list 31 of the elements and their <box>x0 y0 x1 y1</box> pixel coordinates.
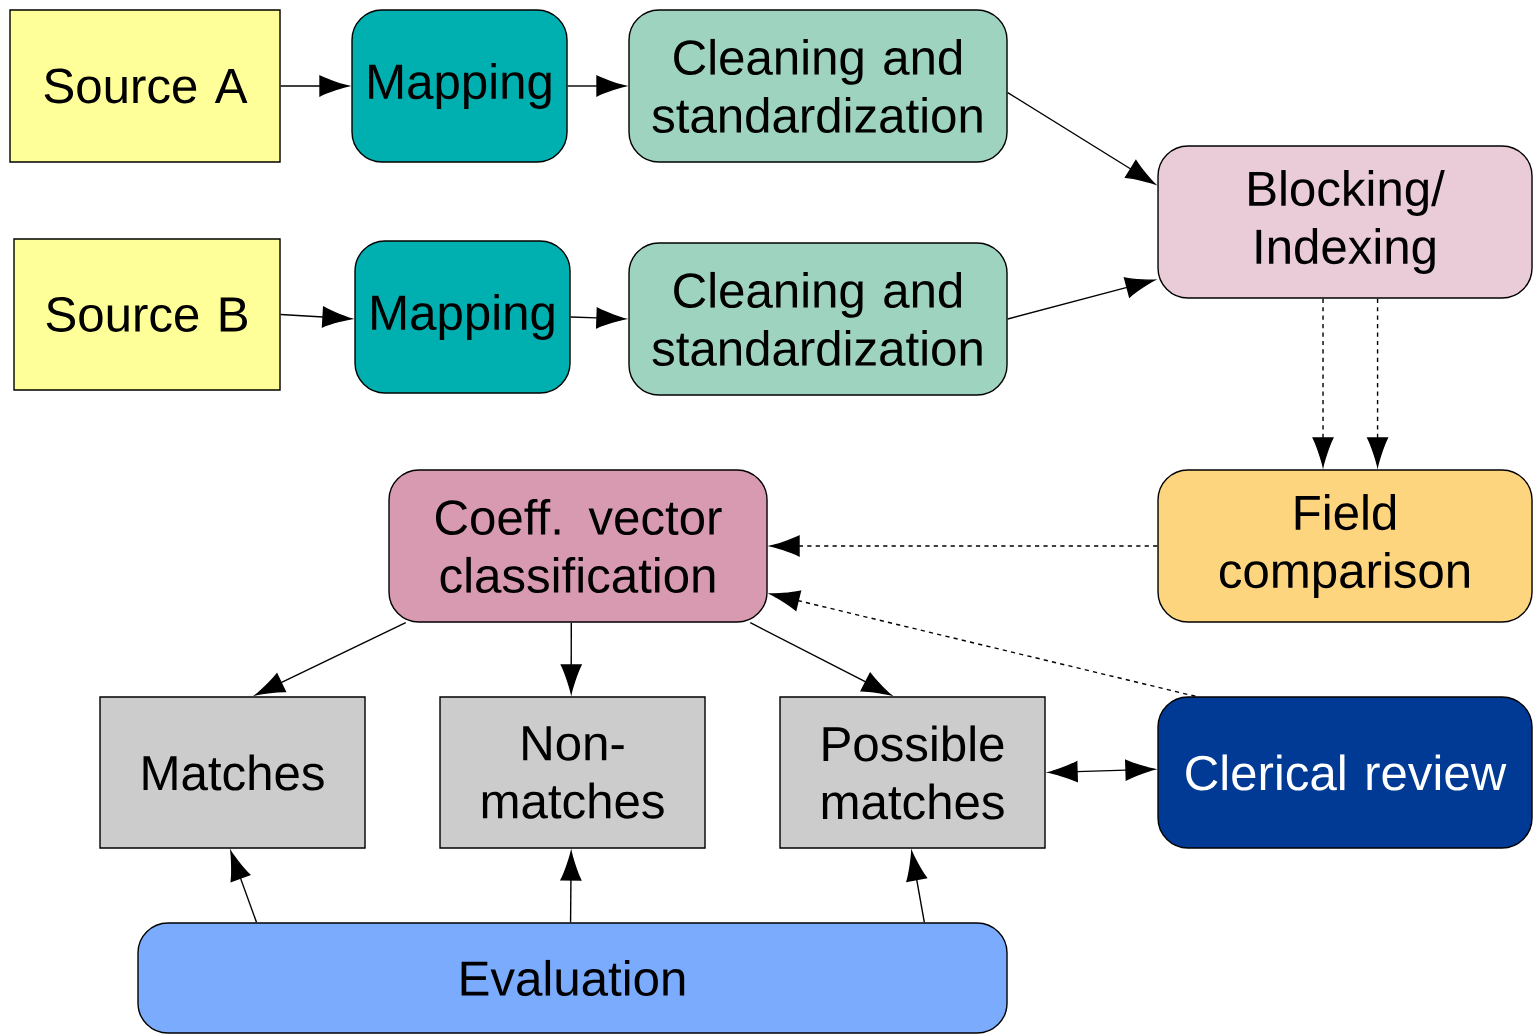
arrow <box>1367 298 1389 467</box>
process-box: Evaluation <box>137 922 1008 1034</box>
arrow <box>280 306 352 328</box>
result-box: Possible matches <box>779 696 1046 849</box>
arrow <box>1007 91 1156 185</box>
process-box: Coeff. vector classification <box>388 469 768 623</box>
process-box: Cleaning and standardization <box>628 242 1008 396</box>
arrow <box>1007 277 1155 320</box>
arrow <box>567 75 626 97</box>
arrow <box>570 307 626 329</box>
source-box: Source A <box>9 9 281 163</box>
process-box: Blocking/ Indexing <box>1157 145 1533 299</box>
process-box: Mapping <box>351 9 568 163</box>
arrow <box>1048 759 1155 783</box>
arrow <box>280 75 349 97</box>
process-box: Mapping <box>354 240 571 394</box>
process-box: Clerical review <box>1157 696 1533 849</box>
arrow <box>255 622 407 696</box>
arrow <box>230 850 258 923</box>
arrow <box>749 622 892 696</box>
process-box: Field comparison <box>1157 469 1533 623</box>
arrow <box>560 851 582 923</box>
arrow <box>770 590 1197 697</box>
arrow <box>1312 298 1334 467</box>
source-box: Source B <box>13 238 281 391</box>
result-box: Matches <box>99 696 366 849</box>
process-box: Cleaning and standardization <box>628 9 1008 163</box>
result-box: Non-matches <box>439 696 706 849</box>
arrow <box>560 622 582 694</box>
arrow <box>770 535 1158 557</box>
arrow <box>906 851 928 923</box>
